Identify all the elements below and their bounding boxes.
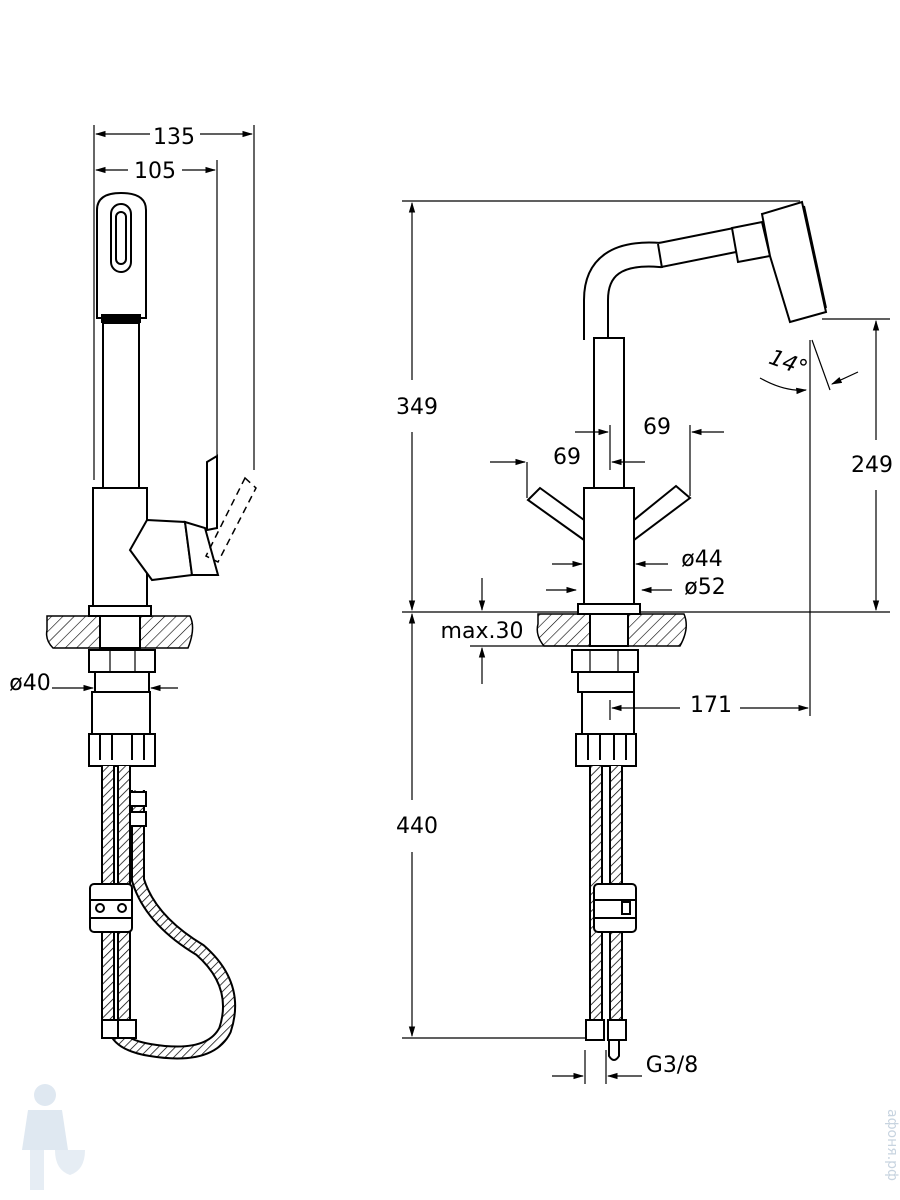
hose-fitting-lower bbox=[129, 811, 147, 827]
left-view: 135 105 ø40 bbox=[9, 125, 257, 1060]
spray-button-outer bbox=[110, 203, 132, 273]
dim-105: 105 bbox=[134, 159, 176, 184]
spray-head-right bbox=[760, 200, 828, 324]
lower-housing-right bbox=[581, 691, 635, 735]
dim-arrow-angle-left bbox=[759, 377, 808, 395]
nut-lower bbox=[94, 671, 150, 693]
dim-g38: G3/8 bbox=[646, 1053, 698, 1078]
dim-349: 349 bbox=[396, 395, 438, 420]
lever-left bbox=[526, 486, 585, 542]
dim-171: 171 bbox=[690, 693, 732, 718]
dim-69-right: 69 bbox=[643, 415, 671, 440]
dim-d40: ø40 bbox=[9, 671, 50, 696]
lower-housing bbox=[91, 691, 151, 735]
hose-connector-right-2 bbox=[607, 1019, 627, 1041]
watermark-text: афоня.рф bbox=[884, 1109, 900, 1181]
lever-handle bbox=[206, 454, 218, 532]
hose-weight bbox=[89, 883, 133, 933]
lever-right bbox=[633, 484, 692, 542]
dim-arrow-angle-right bbox=[831, 371, 859, 385]
screw-icon bbox=[95, 903, 105, 913]
nut-lower-right bbox=[577, 671, 635, 693]
spout-joint bbox=[657, 243, 663, 269]
spray-button-inner bbox=[115, 211, 127, 265]
dim-440: 440 bbox=[396, 814, 438, 839]
faucet-body-right bbox=[583, 487, 635, 607]
dim-d44: ø44 bbox=[681, 547, 722, 572]
mascot-body-icon bbox=[22, 1110, 68, 1150]
base-flange-right bbox=[577, 603, 641, 615]
dim-69-left: 69 bbox=[553, 445, 581, 470]
watermark-logo bbox=[22, 1084, 85, 1190]
lower-clamp-right bbox=[575, 733, 637, 767]
mount-nut-right bbox=[571, 649, 639, 673]
dim-max30: max.30 bbox=[441, 619, 524, 644]
right-view: 349 440 249 69 69 bbox=[396, 200, 893, 1084]
countertop-right-view-right bbox=[627, 613, 687, 647]
screw-icon bbox=[117, 903, 127, 913]
mount-nut bbox=[88, 649, 156, 673]
lower-clamp bbox=[88, 733, 156, 767]
mount-shank bbox=[99, 615, 141, 649]
lower-clamp-ribs bbox=[99, 734, 145, 760]
mount-shank-right bbox=[589, 613, 629, 647]
dim-angle: 14° bbox=[766, 345, 811, 382]
countertop-right-view-left bbox=[536, 613, 591, 647]
connector-tail bbox=[608, 1039, 620, 1061]
hose-weight-right bbox=[593, 883, 637, 933]
toilet-icon bbox=[55, 1150, 85, 1175]
spray-ring bbox=[101, 314, 141, 323]
spray-head bbox=[96, 191, 147, 319]
dim-d52: ø52 bbox=[684, 575, 725, 600]
clip-icon bbox=[621, 901, 631, 915]
hose-connector-right-1 bbox=[585, 1019, 605, 1041]
countertop-left bbox=[45, 615, 101, 649]
hose-fitting-upper bbox=[129, 791, 147, 807]
countertop-right bbox=[139, 615, 194, 649]
spray-face bbox=[803, 205, 827, 309]
lever-collar bbox=[183, 520, 220, 576]
mascot-head-icon bbox=[34, 1084, 56, 1106]
spout-tube-right bbox=[593, 337, 625, 489]
base-flange bbox=[88, 605, 152, 617]
dim-249: 249 bbox=[851, 453, 893, 478]
lever-base bbox=[128, 518, 194, 582]
hose-connector-2 bbox=[117, 1019, 137, 1039]
lever-alt-position bbox=[204, 476, 257, 564]
dim-135: 135 bbox=[153, 125, 195, 150]
spout-tube bbox=[102, 322, 140, 489]
